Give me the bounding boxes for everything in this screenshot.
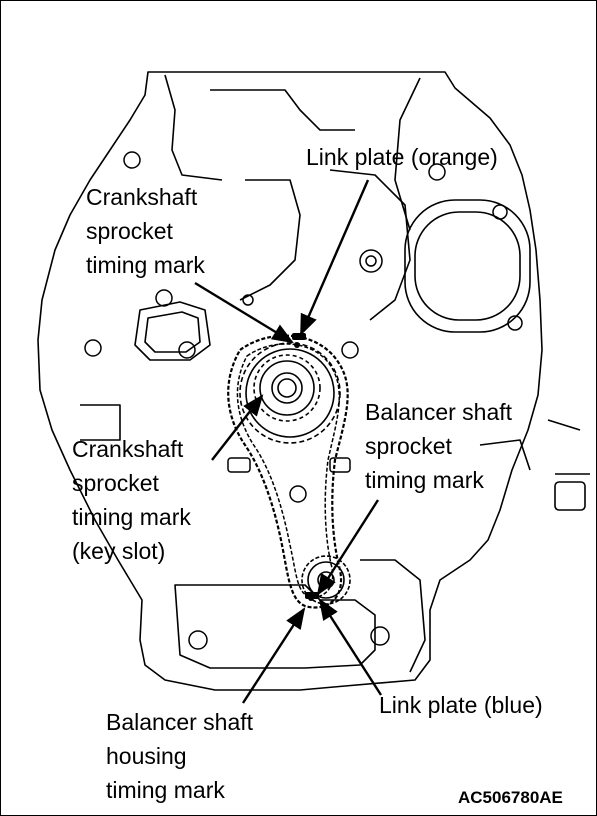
bolt (370, 626, 390, 646)
bolt (242, 294, 254, 306)
bolt (84, 339, 102, 357)
crankshaft-hub (271, 372, 303, 404)
bolt (341, 341, 359, 359)
bolt (365, 255, 377, 267)
bolt (289, 485, 307, 503)
bolt (123, 151, 141, 169)
engine-upper-rib (239, 179, 301, 301)
timing-chain-inner (236, 343, 340, 598)
bolt (492, 204, 508, 220)
balancer-sprocket (307, 561, 345, 599)
mounting-pad (134, 301, 211, 361)
leader-balancer-housing-mark (241, 607, 306, 704)
leader-link-plate-blue (318, 598, 383, 696)
leader-crankshaft-mark (194, 281, 294, 344)
label-link-plate-blue: Link plate (blue) (379, 692, 543, 718)
figure-code: AC506780AE (458, 788, 563, 807)
chain-guide (329, 457, 351, 473)
link-plate-orange (292, 333, 306, 340)
side-edge-line (547, 419, 581, 431)
lower-housing-rib (360, 559, 426, 673)
bolt (359, 249, 383, 273)
label-link-plate-orange: Link plate (orange) (306, 144, 498, 170)
bolt (428, 163, 446, 181)
engine-block-outline (37, 71, 543, 691)
engine-upper-rib (164, 74, 223, 181)
crankshaft-timing-dot (294, 342, 300, 348)
bolt (178, 341, 196, 359)
label-crankshaft-sprocket-timing-mark: Crankshaft sprocket timing mark (86, 184, 205, 278)
crankshaft-sprocket (245, 348, 335, 438)
bolt (507, 315, 523, 331)
side-block (554, 481, 586, 511)
crankshaft-bore (277, 378, 297, 398)
large-port (414, 211, 521, 321)
leader-keyslot (211, 394, 264, 461)
crankshaft-gear (259, 360, 315, 416)
chain-tensioner (227, 457, 251, 473)
label-balancer-shaft-sprocket-timing-mark: Balancer shaft sprocket timing mark (365, 399, 513, 493)
crankshaft-gear-teeth (253, 354, 321, 422)
engine-upper-rib (210, 89, 355, 131)
label-crankshaft-keyslot-timing-mark: Crankshaft sprocket timing mark (key slo… (72, 436, 191, 564)
large-port-rim (404, 199, 531, 333)
label-balancer-shaft-housing-timing-mark: Balancer shaft housing timing mark (106, 709, 254, 803)
leader-link-plate-orange (299, 179, 370, 336)
side-rib (80, 404, 121, 441)
mounting-pad-inner (144, 311, 201, 353)
side-rib (479, 439, 531, 471)
leader-balancer-sprocket-mark (316, 499, 380, 596)
engine-upper-rib (394, 77, 421, 231)
bolt (155, 289, 173, 307)
link-plate-blue (305, 592, 319, 599)
bolt (188, 630, 208, 650)
